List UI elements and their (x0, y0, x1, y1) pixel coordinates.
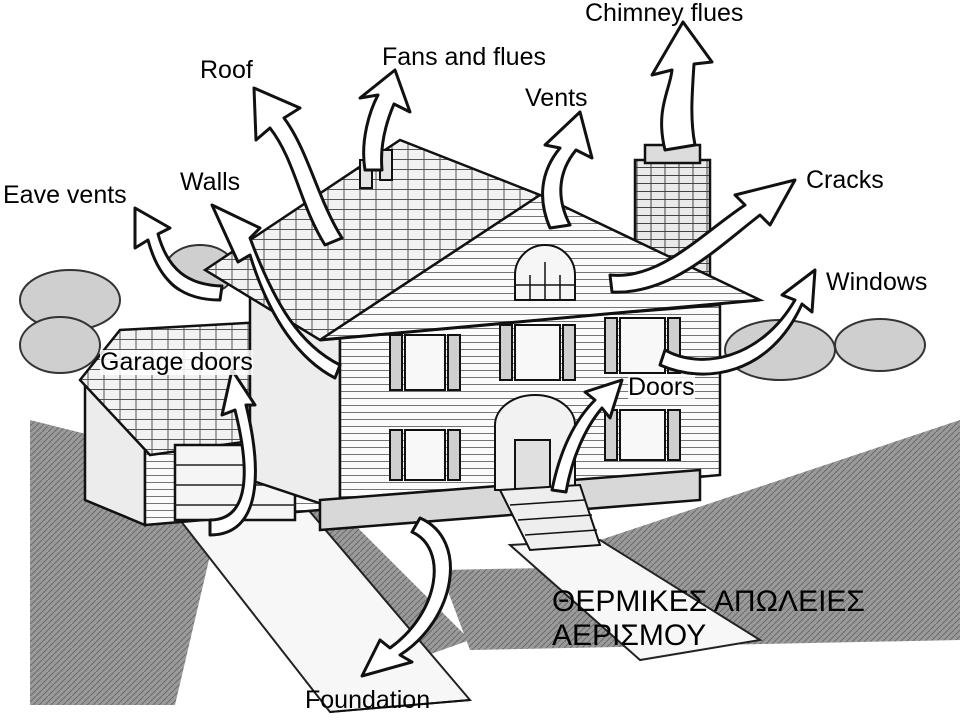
shrubs (19, 244, 926, 381)
label-vents: Vents (525, 84, 588, 112)
arrow-doors (550, 378, 624, 494)
label-chimney-flues: Chimney flues (585, 0, 744, 27)
caption: ΘΕΡΜΙΚΕΣ ΑΠΩΛΕΙΕΣ ΑΕΡΙΣΜΟΥ (552, 585, 865, 652)
label-walls: Walls (180, 168, 241, 196)
arrow-windows (658, 268, 817, 376)
label-doors: Doors (628, 373, 695, 401)
label-foundation: Foundation (305, 686, 431, 714)
arrow-eave (133, 206, 224, 302)
caption-line-1: ΘΕΡΜΙΚΕΣ ΑΠΩΛΕΙΕΣ (552, 585, 865, 618)
curb-line (329, 699, 471, 713)
label-roof: Roof (200, 56, 253, 84)
label-fans-and-flues: Fans and flues (382, 43, 546, 71)
arrow-cracks (608, 178, 797, 294)
arrow-chimney (650, 20, 714, 152)
label-windows: Windows (826, 268, 928, 296)
arrow-walls (210, 203, 342, 380)
label-eave-vents: Eave vents (3, 181, 127, 209)
caption-line-2: ΑΕΡΙΣΜΟΥ (552, 618, 707, 652)
arrow-garage (208, 368, 257, 537)
label-garage-doors: Garage doors (100, 348, 253, 376)
arrow-foundation (360, 516, 452, 678)
air-leak-arrows (133, 20, 817, 678)
front-entry (494, 394, 602, 552)
house-windows (389, 317, 681, 481)
arrow-vents (541, 110, 594, 230)
attic-window (514, 244, 576, 301)
arrow-roof (252, 86, 344, 247)
label-cracks: Cracks (806, 166, 884, 194)
arrow-fans (358, 68, 412, 172)
